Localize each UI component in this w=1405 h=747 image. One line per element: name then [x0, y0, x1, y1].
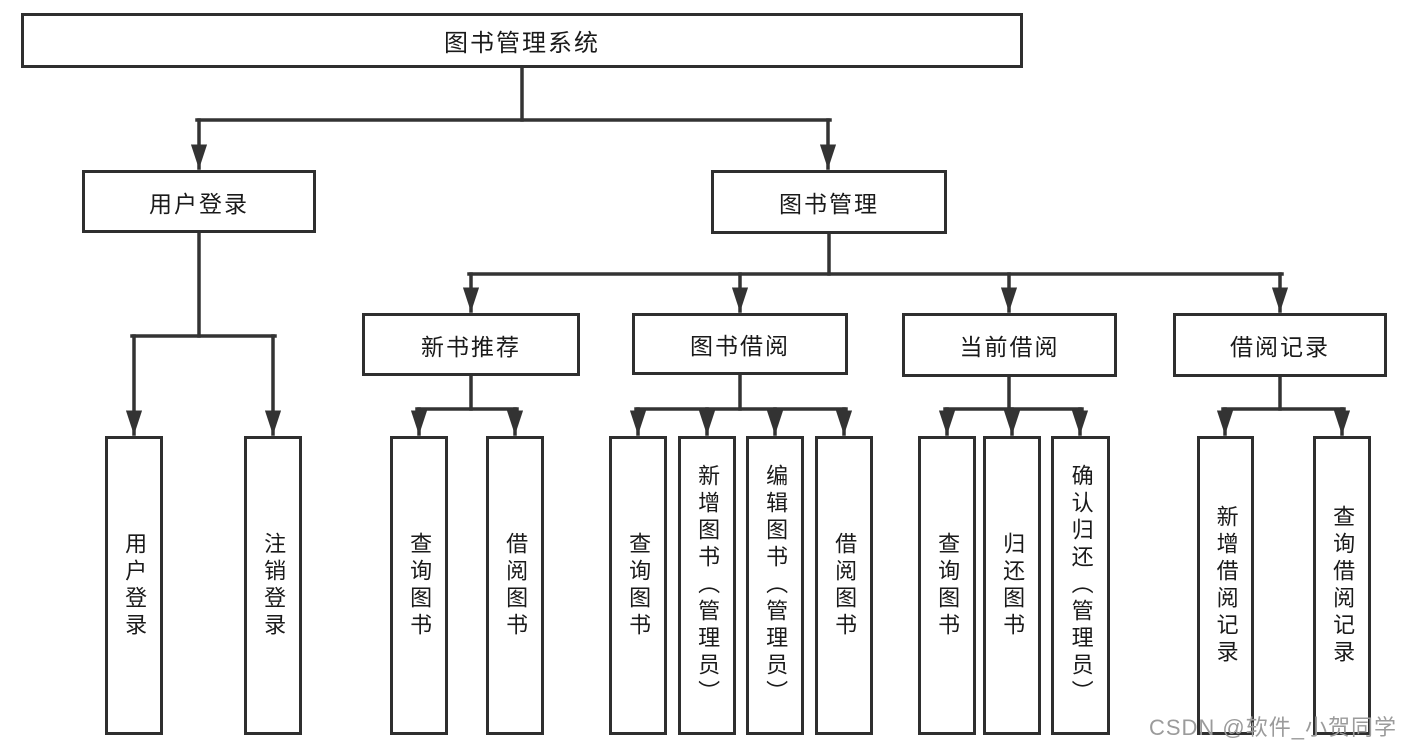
connector-new-book-rec-children	[410, 374, 524, 436]
connector-root-to-level2	[190, 65, 837, 170]
leaf-return-books: 归还图书	[983, 436, 1041, 735]
node-new-book-recommend: 新书推荐	[362, 313, 580, 376]
leaf-query-borrow-record: 查询借阅记录	[1313, 436, 1371, 735]
leaf-add-borrow-record: 新增借阅记录	[1197, 436, 1254, 735]
node-label: 确认归还（管理员）	[1068, 464, 1094, 707]
node-label: 用户登录	[122, 531, 148, 640]
connector-user-login-children	[125, 231, 282, 436]
node-library-management-system: 图书管理系统	[21, 13, 1023, 68]
node-current-borrowing: 当前借阅	[902, 313, 1117, 377]
node-label: 查询借阅记录	[1330, 504, 1356, 667]
node-book-borrowing: 图书借阅	[632, 313, 848, 375]
node-label: 图书管理	[779, 191, 879, 217]
leaf-add-books-admin: 新增图书（管理员）	[678, 436, 736, 735]
node-label: 当前借阅	[959, 334, 1060, 360]
csdn-watermark: CSDN @软件_小贺同学	[1148, 715, 1397, 740]
connector-borrow-records-children	[1216, 375, 1351, 436]
leaf-edit-books-admin: 编辑图书（管理员）	[746, 436, 804, 735]
leaf-query-books-borrow: 查询图书	[609, 436, 667, 735]
node-borrowing-records: 借阅记录	[1173, 313, 1387, 377]
node-label: 图书管理系统	[444, 30, 600, 57]
leaf-borrow-books-recommend: 借阅图书	[486, 436, 544, 735]
leaf-logout: 注销登录	[244, 436, 302, 735]
leaf-query-books-current: 查询图书	[918, 436, 976, 735]
node-label: 借阅图书	[832, 531, 858, 640]
node-label: 新增图书（管理员）	[695, 464, 721, 707]
node-book-management: 图书管理	[711, 170, 947, 234]
node-label: 编辑图书（管理员）	[763, 464, 789, 707]
connector-current-borrow-children	[938, 375, 1089, 436]
node-label: 查询图书	[935, 531, 961, 640]
node-label: 查询图书	[626, 531, 652, 640]
node-user-login: 用户登录	[82, 170, 316, 233]
connector-book-borrow-children	[629, 373, 853, 436]
node-label: 查询图书	[407, 531, 433, 640]
node-label: 注销登录	[261, 531, 287, 640]
node-label: 归还图书	[1000, 531, 1026, 640]
node-label: 借阅记录	[1230, 334, 1330, 360]
node-label: 用户登录	[149, 190, 249, 217]
node-label: 图书借阅	[690, 333, 790, 359]
leaf-borrow-books: 借阅图书	[815, 436, 873, 735]
node-label: 新书推荐	[421, 333, 521, 360]
leaf-user-login: 用户登录	[105, 436, 163, 735]
connector-book-mgmt-children	[462, 232, 1289, 313]
node-label: 借阅图书	[503, 531, 529, 640]
leaf-query-books-recommend: 查询图书	[390, 436, 448, 735]
leaf-confirm-return-admin: 确认归还（管理员）	[1051, 436, 1110, 735]
node-label: 新增借阅记录	[1213, 504, 1239, 667]
